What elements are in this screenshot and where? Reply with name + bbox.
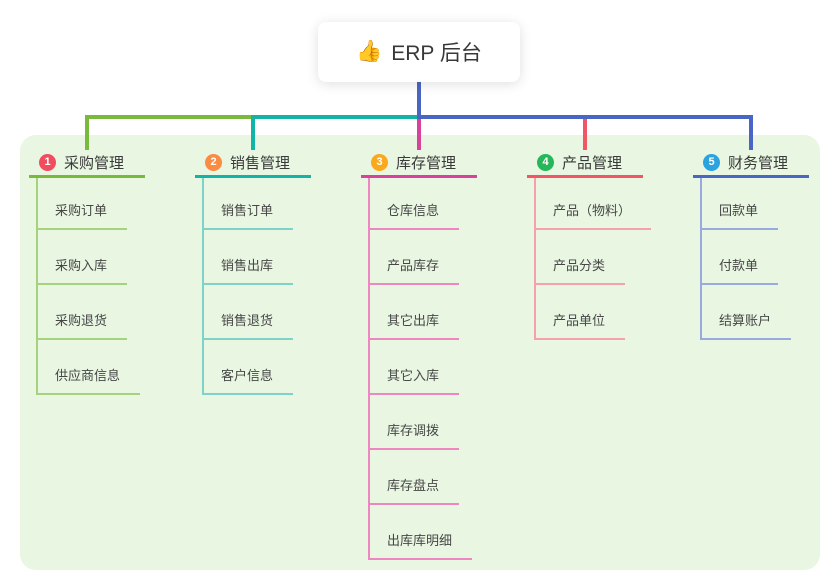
branch-drop-line [583, 115, 587, 150]
root-node-label: ERP 后台 [391, 42, 482, 65]
branch-label: 财务管理 [728, 154, 789, 172]
child-node[interactable]: 销售出库 [202, 256, 294, 285]
root-stem-line [417, 82, 421, 119]
child-node[interactable]: 采购订单 [36, 201, 128, 230]
branch-label: 库存管理 [396, 154, 457, 172]
trunk-right [417, 115, 753, 119]
child-node[interactable]: 采购入库 [36, 256, 128, 285]
child-node[interactable]: 库存盘点 [368, 476, 460, 505]
child-node[interactable]: 仓库信息 [368, 201, 460, 230]
branch-node-1[interactable]: 1 采购管理 [29, 149, 145, 178]
child-node[interactable]: 其它出库 [368, 311, 460, 340]
root-node[interactable]: 👍 ERP 后台 [318, 22, 520, 82]
child-node[interactable]: 其它入库 [368, 366, 460, 395]
branch-drop-line [85, 115, 89, 150]
branch-node-5[interactable]: 5 财务管理 [693, 149, 809, 178]
branch-number-badge: 5 [703, 153, 720, 171]
branch-node-2[interactable]: 2 销售管理 [195, 149, 311, 178]
branch-drop-line [251, 115, 255, 150]
child-spine-line [36, 178, 38, 395]
child-spine-line [202, 178, 204, 395]
branch-label: 产品管理 [562, 154, 623, 172]
child-node[interactable]: 销售订单 [202, 201, 294, 230]
child-node[interactable]: 结算账户 [700, 311, 792, 340]
child-node[interactable]: 产品单位 [534, 311, 626, 340]
branch-node-3[interactable]: 3 库存管理 [361, 149, 477, 178]
child-node[interactable]: 供应商信息 [36, 366, 141, 395]
child-node[interactable]: 采购退货 [36, 311, 128, 340]
child-spine-line [368, 178, 370, 560]
child-node[interactable]: 客户信息 [202, 366, 294, 395]
child-node[interactable]: 出库库明细 [368, 531, 473, 560]
mindmap-panel [20, 135, 820, 570]
child-node[interactable]: 库存调拨 [368, 421, 460, 450]
thumbs-up-icon: 👍 [356, 40, 383, 63]
child-spine-line [534, 178, 536, 340]
branch-drop-line [417, 115, 421, 150]
child-spine-line [700, 178, 702, 340]
branch-label: 销售管理 [230, 154, 291, 172]
child-node[interactable]: 回款单 [700, 201, 779, 230]
branch-number-badge: 2 [205, 153, 222, 171]
branch-label: 采购管理 [64, 154, 125, 172]
branch-node-4[interactable]: 4 产品管理 [527, 149, 643, 178]
branch-drop-line [749, 115, 753, 150]
child-node[interactable]: 销售退货 [202, 311, 294, 340]
branch-number-badge: 3 [371, 153, 388, 171]
child-node[interactable]: 产品（物料） [534, 201, 652, 230]
trunk-left-inner [251, 115, 421, 119]
child-node[interactable]: 付款单 [700, 256, 779, 285]
branch-number-badge: 4 [537, 153, 554, 171]
child-node[interactable]: 产品库存 [368, 256, 460, 285]
trunk-left-outer [85, 115, 255, 119]
branch-number-badge: 1 [39, 153, 56, 171]
child-node[interactable]: 产品分类 [534, 256, 626, 285]
